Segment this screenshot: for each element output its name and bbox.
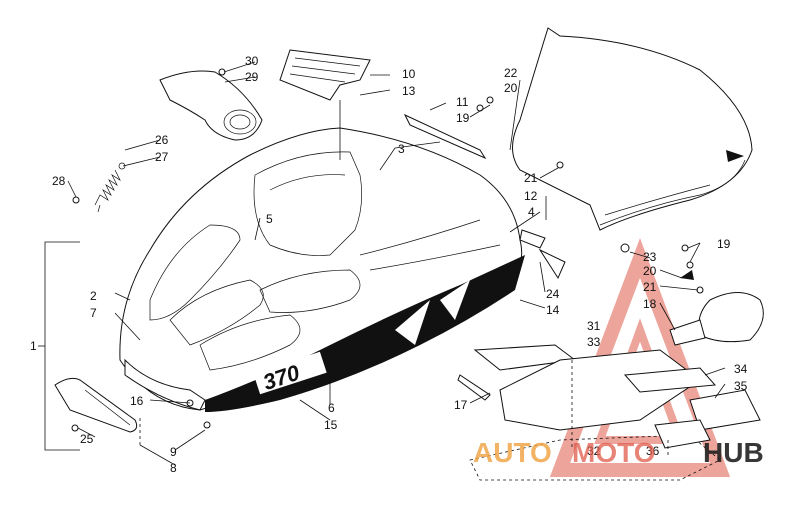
label-20-top: 20 [504,81,518,95]
label-15: 15 [324,418,338,432]
label-36: 36 [646,444,660,458]
label-22: 22 [504,66,518,80]
label-16: 16 [130,394,144,408]
vent-grille [279,49,371,101]
spring-icon [94,162,126,213]
label-14: 14 [546,303,560,317]
fasteners [71,68,704,432]
label-20-right: 20 [643,264,657,278]
hand-guard [669,292,764,346]
watermark-text: AUTO MOTO HUB [473,437,764,468]
label-8: 8 [170,461,177,475]
label-6: 6 [328,401,335,415]
label-32: 32 [587,444,601,458]
console-part [159,70,263,141]
belly-pan [469,344,761,481]
label-3: 3 [398,142,405,156]
label-11: 11 [456,95,469,109]
vent-strip [403,113,487,160]
label-34: 34 [734,362,748,376]
label-2: 2 [90,289,97,303]
watermark-auto: AUTO [473,437,552,468]
label-23: 23 [643,250,657,264]
lower-panel [54,377,138,433]
label-21-right: 21 [643,280,657,294]
label-12: 12 [524,189,538,203]
label-19-top: 19 [456,111,470,125]
label-26: 26 [155,133,169,147]
leader-lines [67,61,726,466]
windshield [512,27,753,231]
label-9: 9 [170,445,177,459]
label-24: 24 [546,287,560,301]
label-19-right: 19 [717,237,731,251]
label-31: 31 [587,319,601,333]
label-7: 7 [90,306,97,320]
label-17: 17 [454,398,468,412]
label-5: 5 [266,212,273,226]
label-4: 4 [528,205,535,219]
label-35: 35 [734,379,748,393]
watermark-moto: MOTO [572,437,655,468]
group-bracket [44,241,80,451]
label-10: 10 [402,67,416,81]
label-33: 33 [587,335,601,349]
label-28: 28 [52,174,66,188]
label-13: 13 [402,84,416,98]
label-27: 27 [155,150,169,164]
side-decal: 370 [205,255,525,412]
label-29: 29 [245,70,259,84]
part-labels: 1 2 3 4 5 6 7 8 9 10 11 12 13 14 15 16 1… [30,54,748,475]
watermark-hub: HUB [703,437,764,468]
label-18: 18 [643,297,657,311]
label-1: 1 [30,339,37,353]
label-30: 30 [245,54,259,68]
label-25: 25 [80,432,94,446]
label-21-top: 21 [524,171,538,185]
